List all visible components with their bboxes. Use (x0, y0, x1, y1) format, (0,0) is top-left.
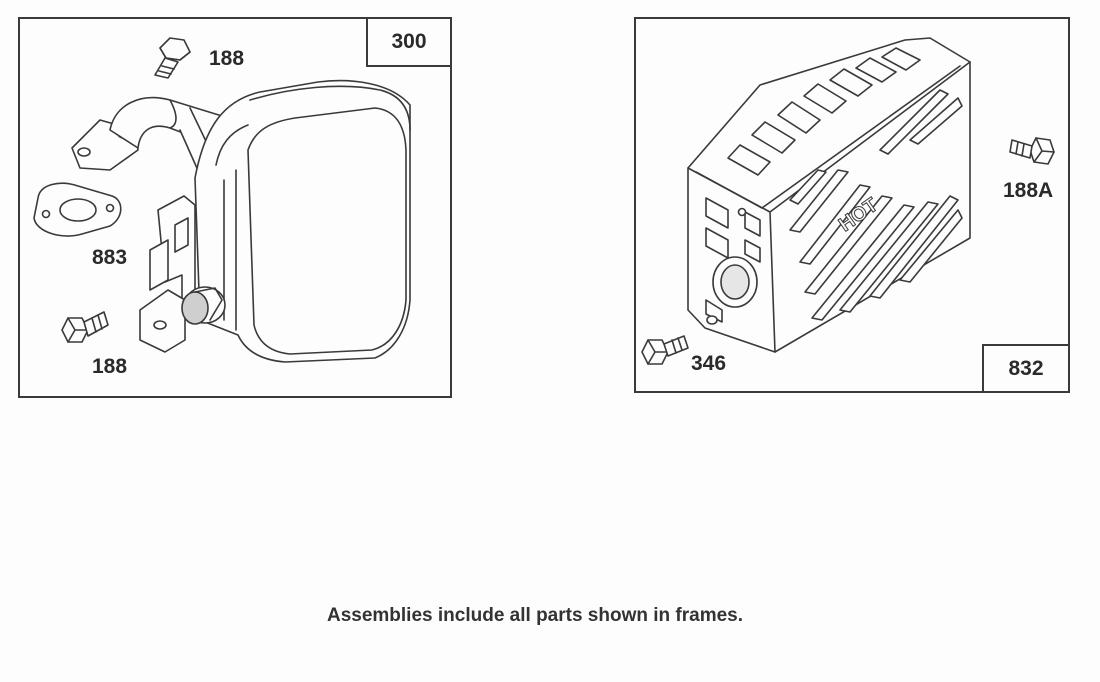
guard-top-slots (728, 48, 920, 175)
assembly-label: 300 (391, 30, 427, 53)
guard-side-openings (706, 198, 760, 324)
callout-188a: 188A (1003, 179, 1054, 202)
muffler-plug (182, 287, 225, 324)
assembly-label: 832 (1008, 356, 1044, 380)
callout-883: 883 (92, 246, 128, 269)
callout-188-top: 188 (209, 47, 245, 70)
screw-346 (642, 336, 688, 364)
assembly-footnote: Assemblies include all parts shown in fr… (326, 605, 744, 626)
bolt-188-bottom (62, 312, 108, 342)
gasket-883 (34, 183, 121, 236)
callout-346: 346 (691, 352, 727, 375)
screw-188a (1010, 138, 1054, 164)
muffler-body (195, 81, 410, 362)
guard-front-slots (790, 90, 962, 320)
muffler-bracket (140, 196, 195, 352)
bolt-188-top (155, 38, 190, 78)
callout-188-bottom: 188 (92, 355, 128, 378)
assembly-number-300: 300 (366, 17, 452, 67)
assembly-number-832: 832 (982, 344, 1070, 393)
